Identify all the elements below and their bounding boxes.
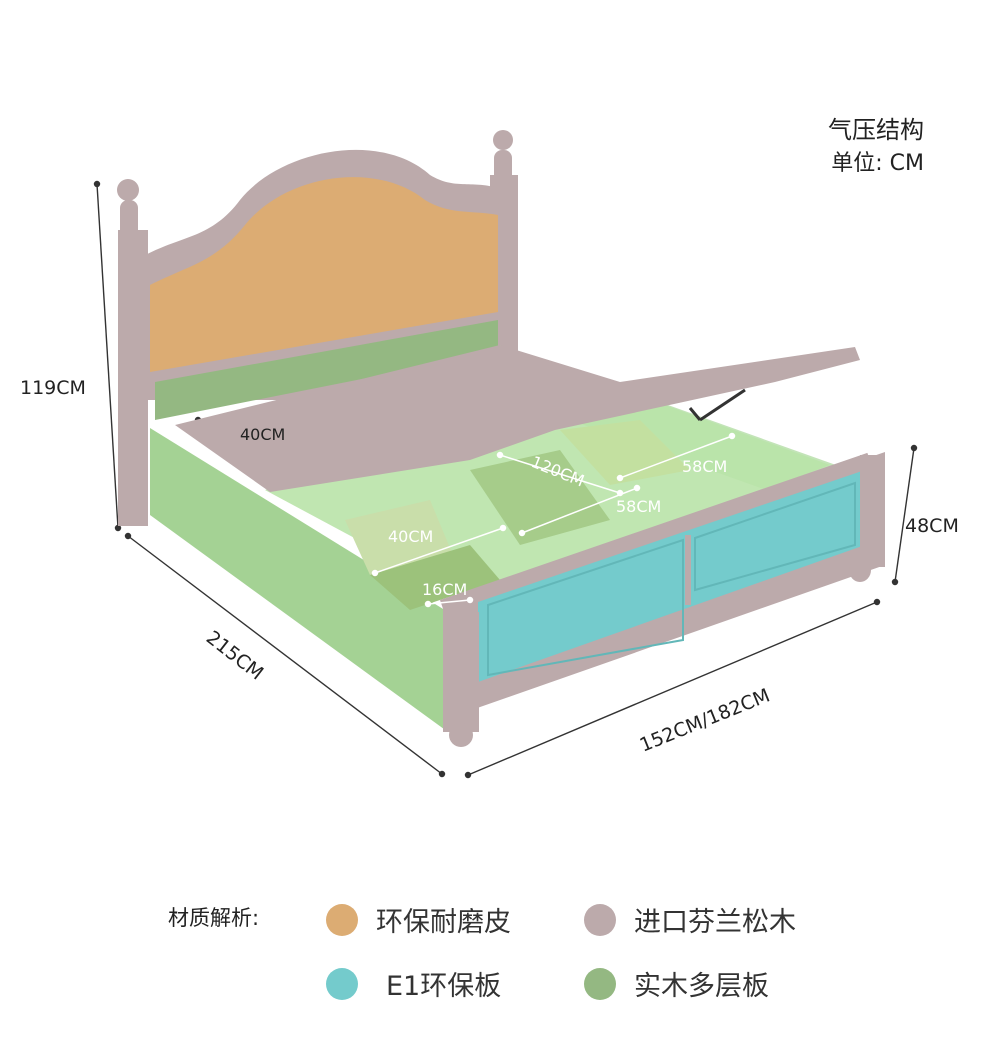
legend-item-pine: 进口芬兰松木 [584,900,796,939]
lifting-board [175,345,860,492]
board-swatch [326,967,358,1000]
legend-item-leather: 环保耐磨皮 [326,900,511,939]
length-label: 215CM [202,627,268,685]
storage-length-line [499,454,621,494]
legend-item-label: 实木多层板 [634,971,769,1002]
gas-strut [699,388,746,422]
legend-item-label: 环保耐磨皮 [376,907,511,938]
bed-frame [150,345,860,732]
side-rail [150,428,448,732]
width-line [467,601,878,776]
headboard-gap-label: 40CM [240,425,285,444]
legend-item-plywood: 实木多层板 [584,964,769,1003]
leather-swatch [326,903,358,936]
foot-height-label: 48CM [905,515,959,537]
legend-title: 材质解析: [168,906,260,930]
storage-width-back-label: 58CM [682,457,727,476]
legend-item-board: E1环保板 [326,964,501,1003]
legend-item-label: 进口芬兰松木 [634,907,796,938]
storage-width-front-label: 58CM [616,497,661,516]
foot-height-line [894,447,915,583]
height-line [96,183,119,529]
plywood-swatch [584,967,616,1000]
unit-label: 单位: CM [831,151,924,176]
board-panel [478,470,865,682]
pine-swatch [584,903,616,936]
structure-title: 气压结构 [828,116,924,144]
headboard [117,130,518,526]
height-label: 119CM [20,377,86,399]
storage-side-width-label: 40CM [388,527,433,546]
length-line [127,535,443,775]
legend-item-label: E1环保板 [386,971,502,1002]
storage-depth-label: 16CM [422,580,467,599]
footboard [440,452,885,747]
leather-panel [150,177,498,372]
interior-dimension-lines [371,432,736,608]
